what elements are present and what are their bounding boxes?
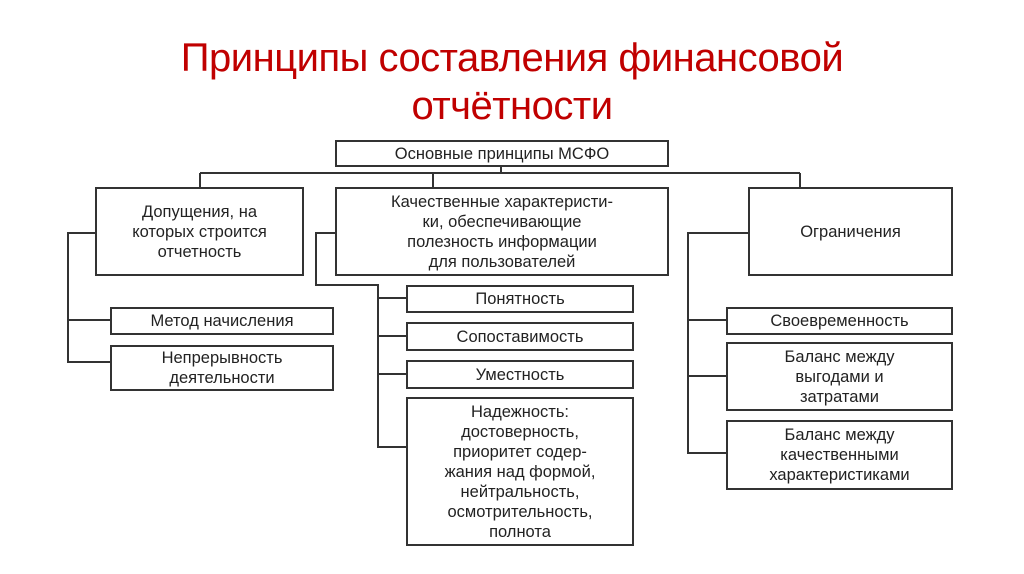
root-box: Основные принципы МСФО [335, 140, 669, 167]
constraint-item-qualitative-balance: Баланс между качественными характеристик… [726, 420, 953, 490]
assumption-item-going-concern: Непрерывность деятельности [110, 345, 334, 391]
assumption-item-accrual: Метод начисления [110, 307, 334, 335]
slide-title-line-1: Принципы составления финансовой [180, 36, 844, 80]
assumptions-box: Допущения, на которых строится отчетност… [95, 187, 304, 276]
constraint-item-timeliness: Своевременность [726, 307, 953, 335]
constraints-box: Ограничения [748, 187, 953, 276]
slide-title: Принципы составления финансовой отчётнос… [0, 34, 1024, 130]
constraint-item-cost-benefit: Баланс между выгодами и затратами [726, 342, 953, 411]
slide-title-line-2: отчётности [411, 84, 613, 128]
qualitative-box: Качественные характеристи- ки, обеспечив… [335, 187, 669, 276]
qualitative-item-reliability: Надежность: достоверность, приоритет сод… [406, 397, 634, 546]
qualitative-item-understandability: Понятность [406, 285, 634, 313]
qualitative-item-relevance: Уместность [406, 360, 634, 389]
qualitative-item-comparability: Сопоставимость [406, 322, 634, 351]
